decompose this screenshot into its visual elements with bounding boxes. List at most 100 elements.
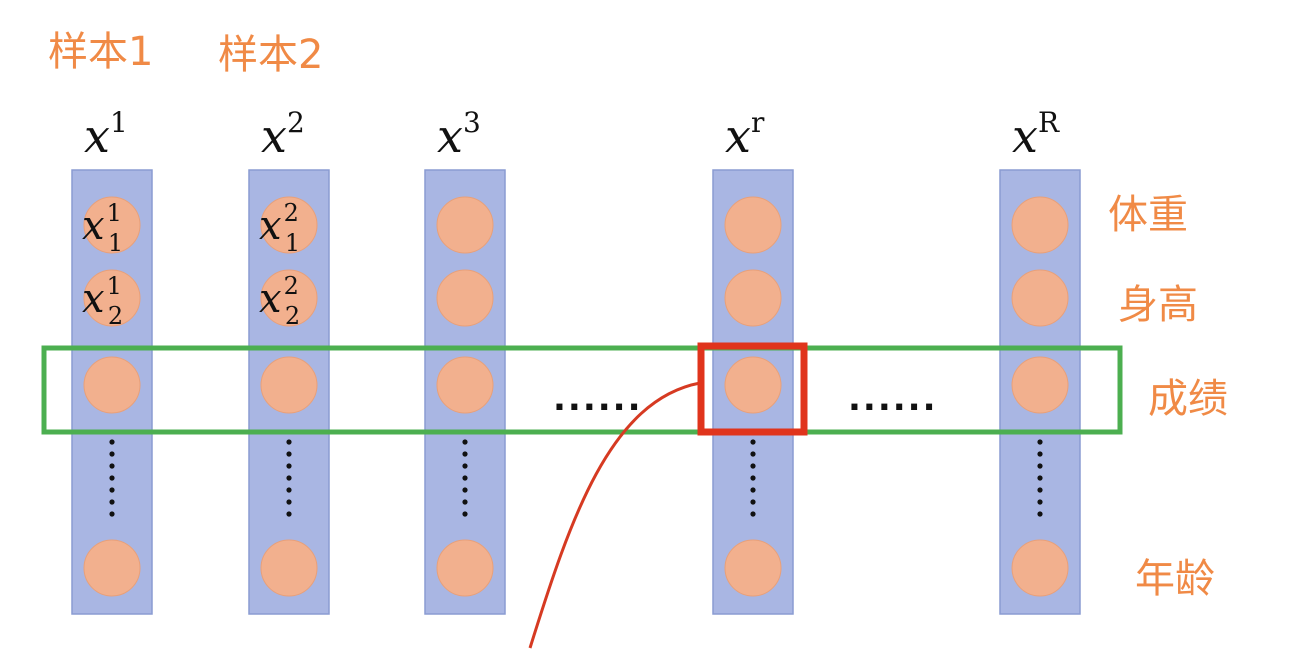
feature-node	[83, 269, 141, 327]
header-base: x	[725, 109, 751, 163]
vertical-ellipsis-dot	[750, 499, 756, 505]
vertical-ellipsis-dot	[1037, 475, 1043, 481]
header-sup: 3	[463, 106, 481, 139]
node-base: x	[259, 203, 282, 249]
sample-column-4: xr	[712, 106, 794, 615]
vertical-ellipsis-dot	[286, 451, 292, 457]
vertical-ellipsis-dot	[286, 475, 292, 481]
vertical-ellipsis-dot	[286, 439, 292, 445]
vertical-ellipsis-dot	[462, 499, 468, 505]
vertical-ellipsis-dot	[1037, 487, 1043, 493]
vertical-ellipsis-dot	[1037, 451, 1043, 457]
node-sub: 2	[108, 302, 123, 330]
node-base: x	[82, 276, 105, 322]
feature-node	[724, 539, 782, 597]
feature-node	[1011, 356, 1069, 414]
highlight-row-box	[41, 345, 1123, 435]
feature-node	[436, 269, 494, 327]
vertical-ellipsis-dot	[750, 451, 756, 457]
vertical-ellipsis-dot	[462, 475, 468, 481]
node-sup: 1	[107, 199, 122, 227]
feature-node	[83, 539, 141, 597]
column-header: x1	[84, 106, 128, 163]
feature-label-age: 年龄	[1135, 556, 1215, 602]
feature-label-score: 成绩	[1148, 376, 1228, 422]
feature-node	[436, 196, 494, 254]
node-sup: 2	[284, 199, 299, 227]
vertical-ellipsis-dot	[462, 451, 468, 457]
ellipsis-right: ......	[848, 379, 938, 419]
node-sub: 1	[108, 229, 123, 257]
vertical-ellipsis-dot	[286, 487, 292, 493]
feature-node	[260, 539, 318, 597]
feature-node	[724, 269, 782, 327]
header-base: x	[437, 109, 463, 163]
vertical-ellipsis-dot	[109, 511, 115, 517]
header-base: x	[261, 109, 287, 163]
vertical-ellipsis-dot	[109, 499, 115, 505]
vertical-ellipsis-dot	[109, 451, 115, 457]
feature-node	[436, 356, 494, 414]
vertical-ellipsis-dot	[286, 511, 292, 517]
node-base: x	[82, 203, 105, 249]
vertical-ellipsis-dot	[750, 463, 756, 469]
node-sub: 2	[285, 302, 300, 330]
vertical-ellipsis-dot	[286, 463, 292, 469]
node-sup: 2	[284, 272, 299, 300]
header-sup: 1	[110, 106, 128, 139]
vertical-ellipsis-dot	[750, 475, 756, 481]
vertical-ellipsis-dot	[109, 487, 115, 493]
feature-node	[260, 196, 318, 254]
feature-node	[436, 539, 494, 597]
vertical-ellipsis-dot	[1037, 499, 1043, 505]
ellipsis-left: ......	[553, 379, 643, 419]
node-base: x	[259, 276, 282, 322]
header-sup: 2	[287, 106, 305, 139]
vertical-ellipsis-dot	[462, 439, 468, 445]
vertical-ellipsis-dot	[750, 487, 756, 493]
sample-column-5: xR	[999, 106, 1081, 615]
column-header: x2	[261, 106, 305, 163]
node-sub: 1	[285, 229, 300, 257]
feature-node	[1011, 539, 1069, 597]
vertical-ellipsis-dot	[109, 463, 115, 469]
feature-node	[724, 356, 782, 414]
sample-column-3: x3	[424, 106, 506, 615]
vertical-ellipsis-dot	[750, 439, 756, 445]
highlight-cell-box	[697, 342, 808, 436]
node-sup: 1	[107, 272, 122, 300]
feature-label-weight: 体重	[1108, 192, 1188, 238]
vertical-ellipsis-dot	[1037, 511, 1043, 517]
vertical-ellipsis-dot	[750, 511, 756, 517]
vertical-ellipsis-dot	[462, 463, 468, 469]
vertical-ellipsis-dot	[1037, 463, 1043, 469]
feature-label-height: 身高	[1118, 282, 1198, 328]
column-header: xR	[1012, 106, 1060, 163]
column-header: xr	[725, 106, 765, 163]
feature-node	[1011, 269, 1069, 327]
feature-node	[260, 356, 318, 414]
vertical-ellipsis-dot	[109, 439, 115, 445]
header-sup: r	[751, 106, 765, 139]
feature-node	[83, 356, 141, 414]
vertical-ellipsis-dot	[286, 499, 292, 505]
sample-label-1: 样本1	[48, 29, 153, 75]
vertical-ellipsis-dot	[462, 511, 468, 517]
feature-node	[724, 196, 782, 254]
vertical-ellipsis-dot	[1037, 439, 1043, 445]
header-base: x	[84, 109, 110, 163]
header-base: x	[1012, 109, 1038, 163]
feature-node	[83, 196, 141, 254]
sample-label-2: 样本2	[218, 32, 323, 78]
vertical-ellipsis-dot	[109, 475, 115, 481]
pointer-curve	[528, 381, 701, 649]
header-sup: R	[1038, 106, 1060, 139]
